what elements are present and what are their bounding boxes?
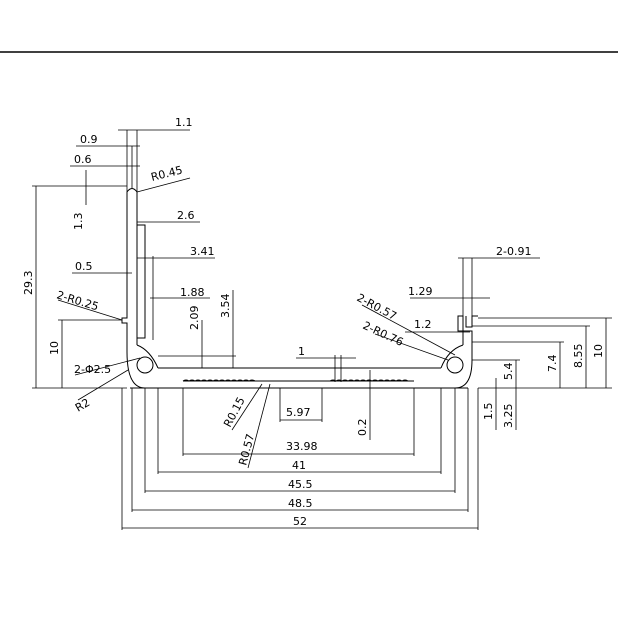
dim-8-55: 8.55	[572, 344, 585, 369]
profile-outline	[121, 188, 478, 389]
dim-1: 1	[298, 345, 305, 358]
dim-2-0-91: 2-0.91	[496, 245, 531, 258]
dim-0-2: 0.2	[356, 419, 369, 437]
dim-2-6: 2.6	[177, 209, 195, 222]
dim-1-88: 1.88	[180, 286, 205, 299]
dim-1-2: 1.2	[414, 318, 432, 331]
dim-3-25: 3.25	[502, 404, 515, 429]
dim-1-3: 1.3	[72, 213, 85, 231]
dim-r0-57-bottom: R0.57	[236, 432, 257, 466]
dim-phi-2-5: 2-Φ2.5	[74, 363, 111, 376]
dim-0-5: 0.5	[75, 260, 93, 273]
dim-3-54: 3.54	[219, 294, 232, 319]
dim-0-6: 0.6	[74, 153, 92, 166]
dim-7-4: 7.4	[546, 355, 559, 373]
dim-r2: R2	[73, 396, 92, 415]
dim-41: 41	[292, 459, 306, 472]
dim-45-5: 45.5	[288, 478, 313, 491]
dim-r0-57-right: 2-R0.57	[355, 291, 399, 323]
dimension-lines	[32, 129, 612, 530]
dim-10-right: 10	[592, 344, 605, 358]
dim-1-29: 1.29	[408, 285, 433, 298]
dim-29-3: 29.3	[22, 271, 35, 296]
dim-2-09: 2.09	[188, 306, 201, 331]
dim-5-4: 5.4	[502, 363, 515, 381]
dim-48-5: 48.5	[288, 497, 313, 510]
dim-5-97: 5.97	[286, 406, 311, 419]
dim-r0-76: 2-R0.76	[361, 319, 406, 349]
dim-52: 52	[293, 515, 307, 528]
dim-33-98: 33.98	[286, 440, 318, 453]
dim-1-1: 1.1	[175, 116, 193, 129]
dim-r0-25: 2-R0.25	[55, 288, 100, 313]
dimension-labels: 1.1 0.9 0.6 R0.45 1.3 2.6 3.41 29.3 0.5 …	[22, 116, 605, 528]
dim-1-5: 1.5	[482, 403, 495, 421]
dim-10-left: 10	[48, 341, 61, 355]
dim-0-9: 0.9	[80, 133, 98, 146]
dim-3-41: 3.41	[190, 245, 215, 258]
